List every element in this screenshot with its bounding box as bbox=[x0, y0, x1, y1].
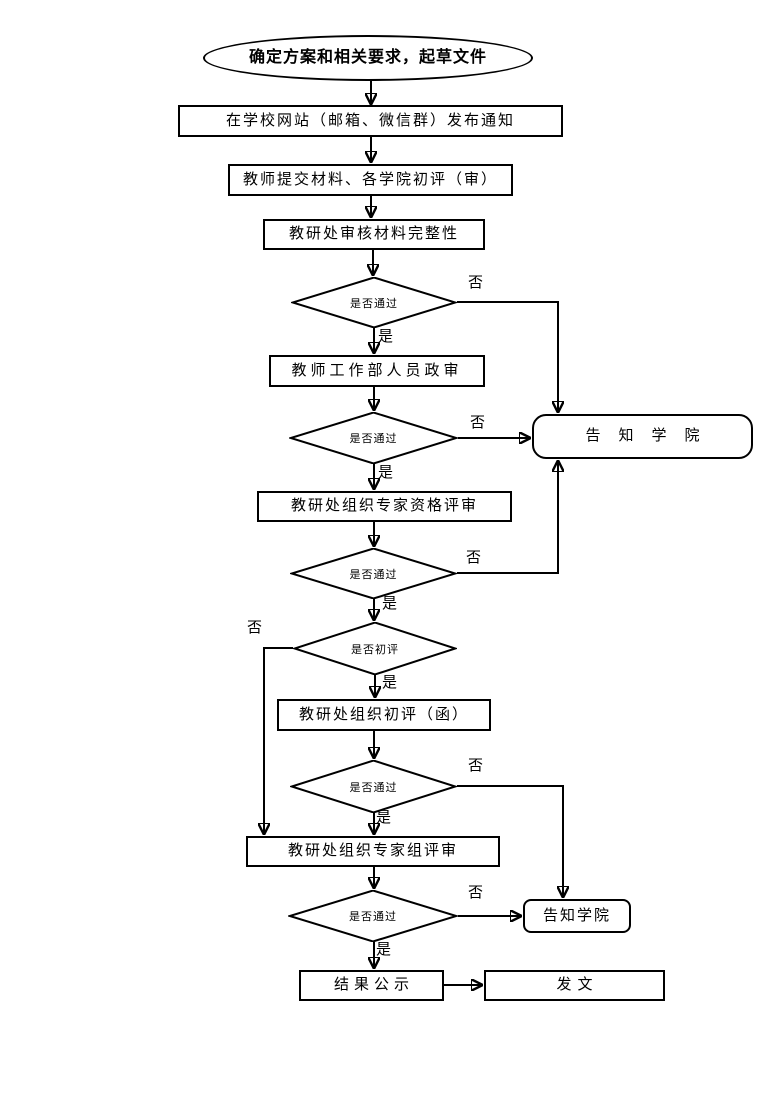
edge-label-no-3: 否 bbox=[466, 550, 482, 566]
process-political-review: 教师工作部人员政审 bbox=[269, 355, 485, 387]
diamond-shape bbox=[291, 277, 457, 328]
decision-preliminary-label: 是否初评 bbox=[351, 643, 399, 656]
process-publish-notice-label: 在学校网站（邮箱、微信群）发布通知 bbox=[225, 112, 515, 129]
decision-pass-5-label: 是否通过 bbox=[349, 911, 397, 923]
start-label: 确定方案和相关要求，起草文件 bbox=[248, 49, 487, 66]
edge-label-no-5: 否 bbox=[468, 758, 484, 774]
process-result-publicity-label: 结果公示 bbox=[333, 977, 414, 993]
decision-preliminary: 是否初评 bbox=[293, 622, 457, 675]
process-result-publicity: 结果公示 bbox=[299, 970, 444, 1001]
edge-label-yes-6: 是 bbox=[376, 942, 392, 958]
decision-pass-1-label: 是否通过 bbox=[350, 297, 398, 310]
edge-label-yes-1: 是 bbox=[378, 329, 394, 345]
process-notify-college-small-label: 告知学院 bbox=[542, 907, 611, 924]
diamond-shape bbox=[290, 760, 457, 813]
process-preliminary-review: 教研处组织初评（函） bbox=[277, 699, 491, 731]
process-teacher-submit: 教师提交材料、各学院初评（审） bbox=[228, 164, 513, 196]
process-teacher-submit-label: 教师提交材料、各学院初评（审） bbox=[242, 171, 498, 188]
diamond-shape bbox=[288, 890, 458, 942]
process-expert-qualification-review-label: 教研处组织专家资格评审 bbox=[290, 498, 478, 514]
process-notify-college-main-label: 告知学院 bbox=[585, 428, 718, 444]
decision-pass-5: 是否通过 bbox=[288, 890, 458, 942]
decision-pass-3: 是否通过 bbox=[290, 548, 457, 599]
edge-label-no-4: 否 bbox=[247, 620, 263, 636]
process-notify-college-small: 告知学院 bbox=[523, 899, 631, 933]
process-publish-notice: 在学校网站（邮箱、微信群）发布通知 bbox=[178, 105, 563, 137]
process-political-review-label: 教师工作部人员政审 bbox=[291, 362, 463, 379]
process-issue-document-label: 发文 bbox=[556, 977, 599, 993]
flow-arrows bbox=[264, 81, 563, 985]
decision-pass-4: 是否通过 bbox=[290, 760, 457, 813]
diamond-shape bbox=[289, 412, 458, 464]
decision-pass-4-label: 是否通过 bbox=[349, 781, 398, 794]
process-expert-group-review: 教研处组织专家组评审 bbox=[246, 836, 500, 867]
process-notify-college-main: 告知学院 bbox=[532, 414, 753, 459]
edge-label-no-2: 否 bbox=[470, 415, 486, 431]
decision-pass-2: 是否通过 bbox=[289, 412, 458, 464]
edge-label-no-6: 否 bbox=[468, 885, 484, 901]
diamond-shape bbox=[290, 548, 457, 599]
diamond-shape bbox=[293, 622, 457, 675]
decision-pass-2-label: 是否通过 bbox=[349, 433, 398, 445]
process-material-check: 教研处审核材料完整性 bbox=[263, 219, 485, 250]
decision-pass-3-label: 是否通过 bbox=[349, 568, 398, 581]
process-expert-group-review-label: 教研处组织专家组评审 bbox=[287, 843, 458, 859]
process-expert-qualification-review: 教研处组织专家资格评审 bbox=[257, 491, 512, 522]
edge-label-no-1: 否 bbox=[468, 275, 484, 291]
start-terminator: 确定方案和相关要求，起草文件 bbox=[203, 35, 533, 81]
process-material-check-label: 教研处审核材料完整性 bbox=[288, 226, 459, 242]
decision-pass-1: 是否通过 bbox=[291, 277, 457, 328]
edge-label-yes-2: 是 bbox=[378, 465, 394, 481]
process-issue-document: 发文 bbox=[484, 970, 665, 1001]
edge-label-yes-4: 是 bbox=[382, 675, 398, 691]
edge-label-yes-3: 是 bbox=[382, 596, 398, 612]
edge-label-yes-5: 是 bbox=[376, 810, 392, 826]
process-preliminary-review-label: 教研处组织初评（函） bbox=[298, 706, 469, 723]
